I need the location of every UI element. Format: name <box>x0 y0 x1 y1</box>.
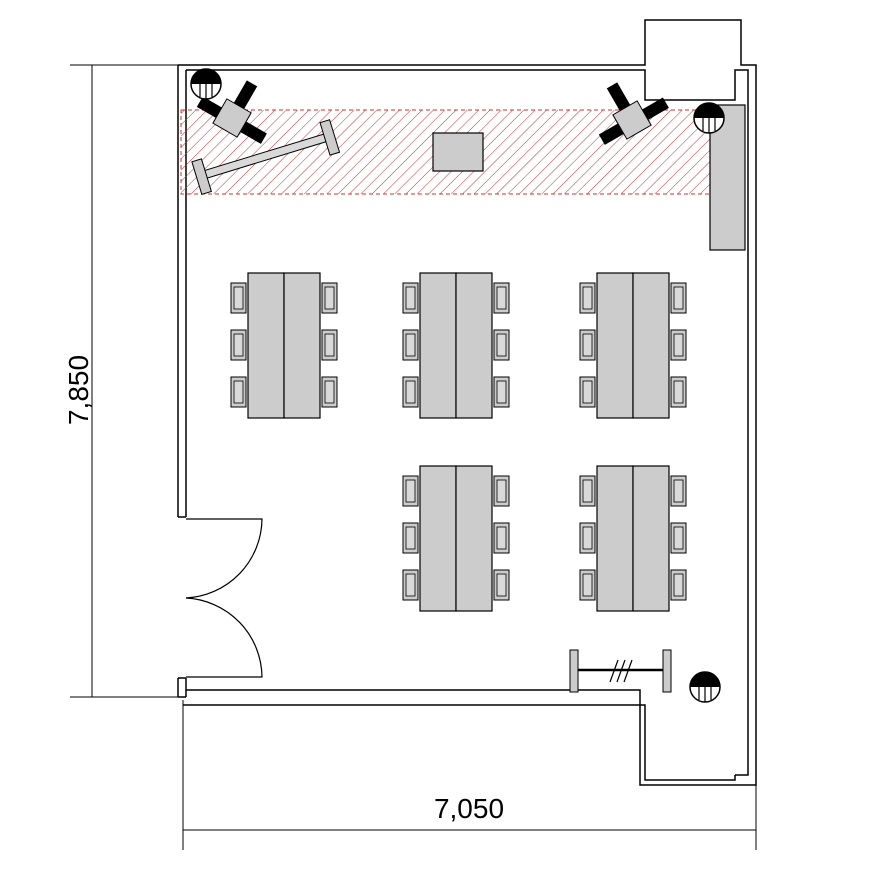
table-icon <box>632 272 670 419</box>
light-fixture-icon <box>190 68 222 100</box>
table-icon <box>455 272 493 419</box>
chair-icon <box>670 329 687 361</box>
table-icon <box>596 465 634 612</box>
rail-icon <box>569 649 672 693</box>
width-label: 7,050 <box>434 793 504 824</box>
chair-icon <box>579 329 596 361</box>
chair-icon <box>579 475 596 507</box>
chair-icon <box>493 329 510 361</box>
light-fixture-icon <box>689 671 721 703</box>
chair-icon <box>493 282 510 314</box>
chair-icon <box>670 475 687 507</box>
camera-icon <box>598 82 669 145</box>
chair-icon <box>670 569 687 601</box>
table-icon <box>596 272 634 419</box>
chair-icon <box>230 329 247 361</box>
chair-icon <box>579 376 596 408</box>
height-dimension: 7,850 <box>63 64 178 698</box>
chair-icon <box>493 376 510 408</box>
table-icon <box>247 272 285 419</box>
rail-icon <box>191 119 341 195</box>
table-group <box>579 465 687 612</box>
chair-icon <box>493 475 510 507</box>
table-group <box>230 272 338 419</box>
table-icon <box>419 272 457 419</box>
chair-icon <box>493 569 510 601</box>
chair-icon <box>321 329 338 361</box>
chair-icon <box>402 282 419 314</box>
chair-icon <box>579 522 596 554</box>
light-fixture-icon <box>693 102 725 134</box>
chair-icon <box>670 376 687 408</box>
walls <box>177 19 757 786</box>
table-icon <box>455 465 493 612</box>
chair-icon <box>670 522 687 554</box>
chair-icon <box>579 569 596 601</box>
chair-icon <box>579 282 596 314</box>
chair-icon <box>230 282 247 314</box>
width-dimension: 7,050 <box>182 700 757 850</box>
table-group <box>402 272 510 419</box>
table-group <box>402 465 510 612</box>
chair-icon <box>670 282 687 314</box>
table-icon <box>283 272 321 419</box>
chair-icon <box>321 282 338 314</box>
height-label: 7,850 <box>63 355 94 425</box>
chair-icon <box>493 522 510 554</box>
chair-icon <box>321 376 338 408</box>
door-swing-icon <box>185 518 263 678</box>
chair-icon <box>402 329 419 361</box>
table-group <box>579 272 687 419</box>
chair-icon <box>402 522 419 554</box>
chair-icon <box>402 569 419 601</box>
table-icon <box>632 465 670 612</box>
chair-icon <box>402 376 419 408</box>
screen-icon <box>432 132 484 172</box>
camera-icon <box>196 80 267 144</box>
chair-icon <box>230 376 247 408</box>
chair-icon <box>402 475 419 507</box>
table-icon <box>419 465 457 612</box>
